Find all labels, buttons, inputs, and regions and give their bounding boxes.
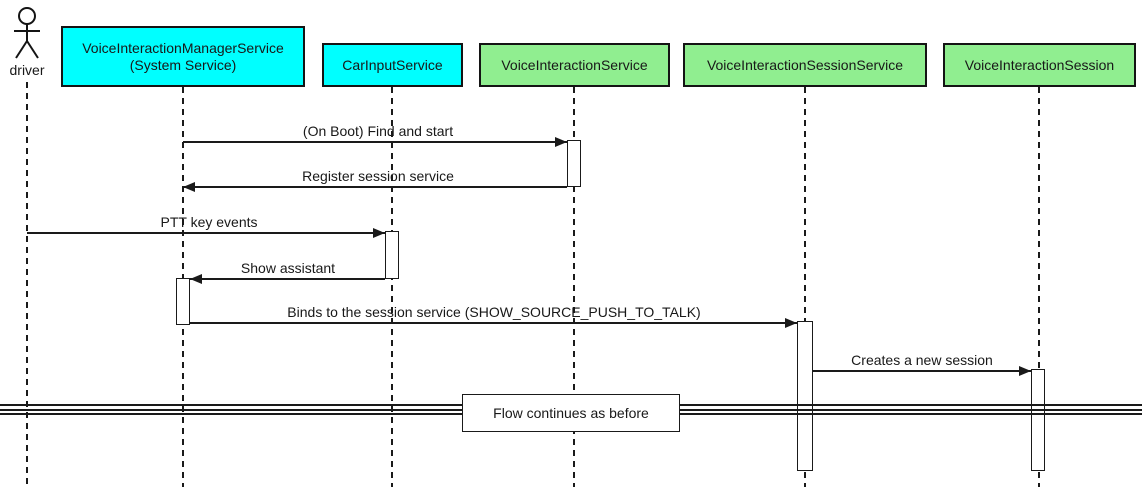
activation-bar-voiceinteractionsessionservice xyxy=(797,321,813,471)
arrow-head-right-icon xyxy=(1019,365,1031,376)
arrow-head-right-icon xyxy=(785,317,797,328)
message-label: Binds to the session service (SHOW_SOURC… xyxy=(287,304,701,320)
lifeline-voiceinteractionsessionservice xyxy=(804,87,806,487)
message-arrow xyxy=(183,181,567,192)
lifeline-voiceinteractionsession xyxy=(1038,87,1040,487)
divider-label: Flow continues as before xyxy=(493,405,649,421)
activation-bar-voiceinteractionmanagerservice xyxy=(176,278,190,325)
participant-voiceinteractionsessionservice: VoiceInteractionSessionService xyxy=(683,43,927,87)
activation-bar-voiceinteractionsession xyxy=(1031,369,1045,471)
activation-bar-carinputservice xyxy=(385,231,399,279)
message-arrow xyxy=(190,317,797,328)
divider-label-box: Flow continues as before xyxy=(462,394,680,432)
actor-stick-figure-icon xyxy=(14,7,40,59)
arrow-head-right-icon xyxy=(555,136,567,147)
message-label: PTT key events xyxy=(160,214,258,230)
participant-label: VoiceInteractionService xyxy=(501,56,648,73)
participant-carinputservice: CarInputService xyxy=(322,43,463,87)
participant-label: VoiceInteractionSessionService xyxy=(706,56,904,73)
participant-label: VoiceInteractionSession xyxy=(964,56,1115,73)
message-label: (On Boot) Find and start xyxy=(302,123,454,139)
participant-sublabel: (System Service) xyxy=(129,56,237,73)
message-arrow xyxy=(190,273,385,284)
arrow-head-left-icon xyxy=(183,181,195,192)
lifeline-carinputservice xyxy=(391,87,393,487)
participant-voiceinteractionservice: VoiceInteractionService xyxy=(479,43,670,87)
message-label: Show assistant xyxy=(240,260,336,276)
actor-label: driver xyxy=(9,62,45,78)
message-arrow xyxy=(183,136,567,147)
participant-voiceinteractionsession: VoiceInteractionSession xyxy=(943,43,1136,87)
message-label: Register session service xyxy=(302,168,454,184)
arrow-head-left-icon xyxy=(190,273,202,284)
arrow-head-right-icon xyxy=(373,227,385,238)
message-arrow xyxy=(813,365,1031,376)
participant-label: CarInputService xyxy=(342,56,443,73)
lifeline-driver xyxy=(26,82,28,487)
message-arrow xyxy=(27,227,385,238)
activation-bar-voiceinteractionservice xyxy=(567,140,581,187)
lifeline-voiceinteractionservice xyxy=(573,87,575,487)
participant-voiceinteractionmanagerservice: VoiceInteractionManagerService (System S… xyxy=(61,26,305,87)
message-label: Creates a new session xyxy=(851,352,993,368)
participant-label: VoiceInteractionManagerService xyxy=(82,39,284,56)
